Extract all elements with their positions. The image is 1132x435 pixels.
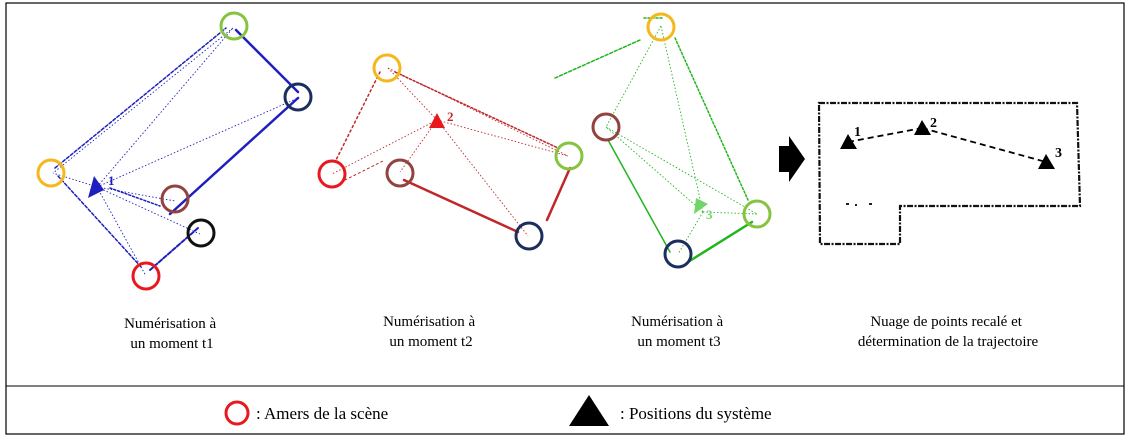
position-marker-t1 [88,176,104,198]
legend-position-icon [569,395,609,426]
landmark-navy-t1 [283,82,313,112]
trajectory-position-1 [840,134,857,149]
trajectory-segment-1-2 [847,127,923,143]
caption-t2: Numérisation à un moment t2 [383,314,479,350]
position-label-t1: 1 [108,173,115,188]
landmark-brown-t2 [385,158,415,188]
point-cloud-specks [846,203,872,206]
caption-result-line1: Nuage de points recalé et [870,314,1022,330]
caption-t1: Numérisation à un moment t1 [124,316,220,352]
panel-result: 1 2 3 [817,101,1082,246]
landmark-yellow-t1 [36,158,66,188]
landmark-lightgreen-t3 [742,199,772,229]
landmark-brown-t1 [160,184,190,214]
scan-t3-sight-lines [605,25,758,255]
caption-t3-line1: Numérisation à [631,314,723,330]
landmark-lightgreen-t1 [219,11,249,41]
landmark-black-t1 [186,218,216,248]
registered-point-cloud-outline [817,101,1082,246]
caption-t1-line2: un moment t1 [130,336,213,352]
position-label-t2: 2 [447,109,454,124]
trajectory-label-1: 1 [854,125,861,140]
caption-result-line2: détermination de la trajectoire [858,334,1039,350]
landmark-yellow-t2 [372,53,402,83]
caption-t3-line2: un moment t3 [637,334,720,350]
arrow-right-icon [779,136,805,182]
position-label-t3: 3 [706,207,713,222]
landmark-lightgreen-t2 [554,141,584,171]
landmark-red-t1 [131,261,161,291]
landmark-navy-t3 [663,239,693,269]
panel-t1-scan: 1 [36,11,313,291]
legend-landmark-icon [224,400,250,426]
panel-t2-scan: 2 [317,53,584,251]
landmark-yellow-t3 [646,12,676,42]
landmark-brown-t3 [591,112,621,142]
caption-t2-line2: un moment t2 [389,334,472,350]
caption-t3: Numérisation à un moment t3 [631,314,727,350]
trajectory-segment-2-3 [921,127,1047,163]
panel-t3-scan: 3 [554,12,772,269]
position-marker-t3 [694,198,708,214]
trajectory-label-2: 2 [930,116,937,131]
position-marker-t2 [429,113,445,128]
legend-positions-label: : Positions du système [620,404,772,423]
caption-t1-line1: Numérisation à [124,316,216,332]
figure-frame [5,2,1125,435]
landmark-navy-t2 [514,221,544,251]
scan-t3-outline [554,17,754,264]
caption-result: Nuage de points recalé et détermination … [858,314,1039,350]
caption-t2-line1: Numérisation à [383,314,475,330]
trajectory-position-2 [914,120,931,135]
trajectory-position-3 [1038,154,1055,169]
landmark-red-t2 [317,159,347,189]
legend: : Amers de la scène : Positions du systè… [224,395,772,426]
scan-t1-sight-lines [52,27,299,277]
scan-t2-outline [334,71,572,234]
legend-landmarks-label: : Amers de la scène [256,404,388,423]
trajectory-label-3: 3 [1055,146,1062,161]
